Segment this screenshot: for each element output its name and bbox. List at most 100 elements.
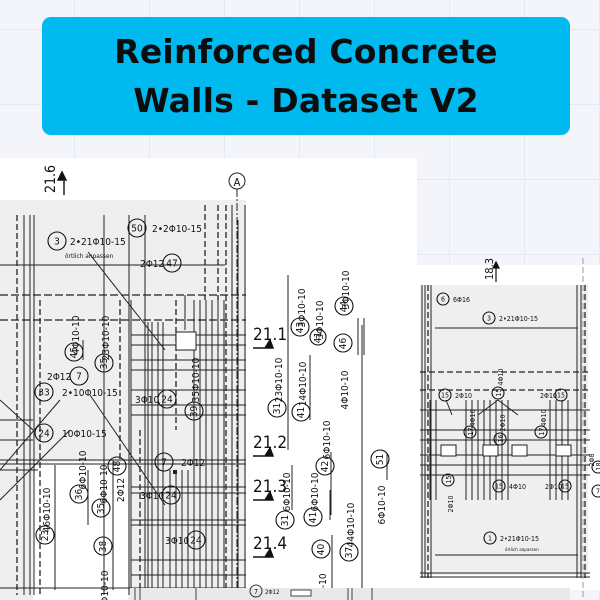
position-number: 35 <box>96 503 107 514</box>
right-label: 7 <box>591 484 600 498</box>
position-circle <box>69 484 89 504</box>
section-mark-text: 21.3 <box>253 477 287 497</box>
bar-spec-text: 6Φ10-10 <box>377 485 388 524</box>
position-circle <box>438 388 452 402</box>
section-mark-text: 21.2 <box>253 433 287 453</box>
section-mark-18-3: 18.3 <box>483 258 496 280</box>
position-number: 39 <box>189 406 200 418</box>
left-label: 33 2•10Φ10-15 <box>34 382 118 402</box>
position-circle <box>558 479 572 493</box>
position-circle <box>69 366 89 386</box>
position-number: 15 <box>445 475 453 483</box>
section-mark: 21.3 <box>253 477 287 501</box>
position-number: 18 <box>595 462 600 470</box>
bottom-bar-text: 2Φ12 <box>265 589 280 596</box>
position-circle <box>493 432 507 446</box>
position-number: 24 <box>165 491 177 502</box>
position-number: 16 <box>497 434 505 442</box>
bottom-pos: 7 <box>254 588 258 596</box>
position-number: 15 <box>557 392 565 400</box>
position-number: 23 <box>40 530 51 541</box>
middle-label: 51 6Φ10-10 <box>370 449 390 524</box>
position-number: 1 <box>488 535 492 543</box>
position-circle <box>491 386 505 400</box>
section-mark-21-6: 21.6 <box>43 165 59 193</box>
middle-label: 42 6Φ10-10 <box>315 420 335 476</box>
position-number: 37 <box>344 547 355 558</box>
section-mark-text: 21.1 <box>253 325 287 345</box>
position-circle <box>483 531 497 545</box>
middle-label: 46 4Φ10-10 <box>333 333 353 409</box>
right-label: 15 2Φ10 <box>441 473 455 513</box>
position-number: 31 <box>272 403 283 414</box>
left-label: 39 35Φ10-10 <box>184 357 204 421</box>
position-number: 33 <box>38 388 49 399</box>
position-circle <box>275 510 295 530</box>
bar-spec-text: 2•10Φ10-15 <box>62 388 118 399</box>
position-circle <box>64 342 84 362</box>
bar-spec-text: 6Φ10-10 <box>322 420 333 459</box>
position-number: 46 <box>338 338 349 350</box>
bar-spec-text: 23Φ10-10 <box>274 357 285 402</box>
position-number: 17 <box>538 427 546 435</box>
position-number: 51 <box>375 454 386 465</box>
position-circle <box>311 539 331 559</box>
position-number: 7 <box>76 372 82 383</box>
position-circle <box>534 425 548 439</box>
position-circle <box>370 449 390 469</box>
bar-spec-text: 35Φ10-10 <box>191 357 202 402</box>
position-number: 50 <box>131 224 143 235</box>
position-circle <box>127 218 147 238</box>
note-text: örtlich anpassen <box>65 252 114 260</box>
position-circle <box>303 507 323 527</box>
position-number: 42 <box>320 461 331 472</box>
position-circle <box>91 498 111 518</box>
position-circle <box>94 353 114 373</box>
bar-spec-text: 4Φ10-10 <box>340 370 351 409</box>
bar-spec-text: 2Φ10 <box>540 392 557 400</box>
bar-spec-text: 4Φ10 <box>540 410 548 427</box>
bar-spec-text: 2Φ10 <box>447 496 455 513</box>
bar-spec-text: 6Φ10-10 <box>282 472 293 511</box>
note-text: örtlich anpassen <box>505 547 539 553</box>
bar-spec-text: 2•21Φ10-15 <box>500 535 539 543</box>
section-arrow-icon <box>253 547 275 558</box>
position-number: 36 <box>74 489 85 501</box>
position-circle <box>290 317 310 337</box>
position-circle <box>157 389 177 409</box>
position-circle <box>154 452 174 472</box>
title-banner: Reinforced Concrete Walls - Dataset V2 <box>42 17 570 135</box>
section-marks: 21.121.221.321.4 <box>253 325 287 558</box>
position-circle <box>482 311 496 325</box>
position-number: 45 <box>69 347 80 358</box>
section-arrow-icon <box>253 490 275 501</box>
position-circle <box>334 296 354 316</box>
bar-spec-text: Φ10-10 <box>318 573 329 600</box>
bar-spec-text: 4Φ10-10 <box>71 315 82 354</box>
position-number: 47 <box>166 259 177 270</box>
position-circle <box>161 485 181 505</box>
position-number: 44 <box>339 301 350 313</box>
position-number: 7 <box>161 458 167 469</box>
